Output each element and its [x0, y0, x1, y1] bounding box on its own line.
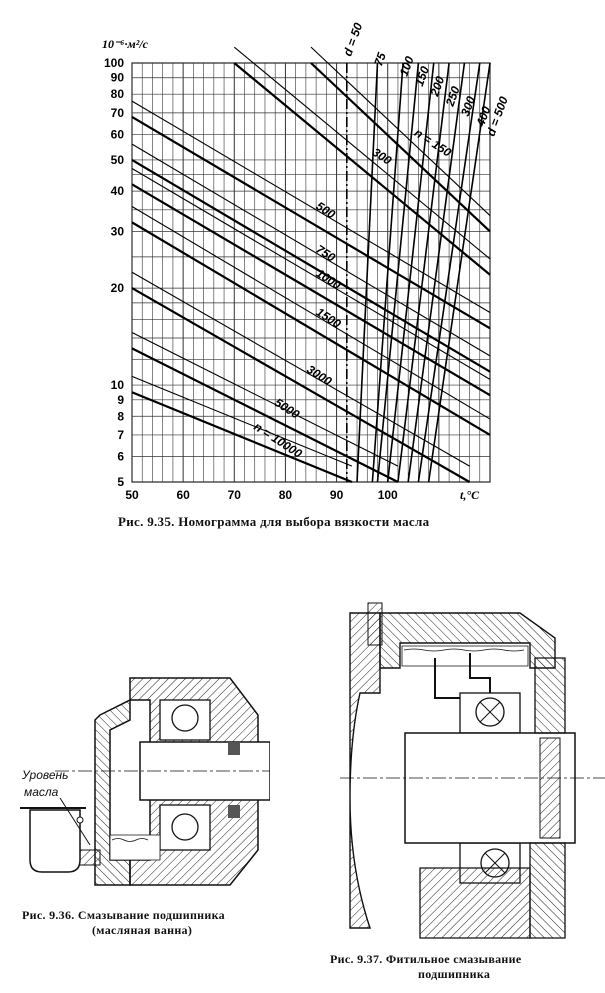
d-series-line — [397, 62, 450, 483]
x-tick-label: 50 — [125, 488, 139, 502]
oil-level-label: Уровень — [22, 768, 69, 782]
d-series-label: d = 50 — [340, 21, 365, 58]
n-series-line — [131, 183, 491, 397]
y-tick-label: 80 — [111, 87, 125, 101]
d-series-line — [376, 62, 420, 483]
n-series-label: 1000 — [313, 266, 343, 292]
n-series-line — [131, 115, 491, 330]
y-tick-label: 40 — [111, 184, 125, 198]
y-tick-label: 30 — [111, 224, 125, 238]
y-tick-label: 100 — [104, 56, 124, 70]
caption-fig-9-35: Рис. 9.35. Номограмма для выбора вязкост… — [118, 514, 430, 529]
n-series-label: n = 10000 — [251, 419, 305, 461]
d-series-line — [356, 62, 379, 483]
n-series-line — [131, 391, 353, 484]
n-series-line — [233, 62, 491, 276]
y-tick-label: 90 — [111, 71, 125, 85]
d-series-line — [371, 62, 404, 483]
caption-fig-9-37-line1: Рис. 9.37. Фитильное смазывание — [330, 952, 522, 966]
d-series-line — [427, 62, 491, 483]
caption-fig-9-36-line1: Рис. 9.36. Смазывание подшипника — [22, 908, 225, 922]
d-series-label: 250 — [442, 84, 462, 109]
n-series-label: 5000 — [272, 395, 302, 421]
x-tick-label: 80 — [279, 488, 293, 502]
wick-lubrication-bearing-drawing — [340, 602, 605, 939]
y-tick-label: 50 — [111, 153, 125, 167]
oil-bath-bearing-drawing — [20, 677, 270, 886]
n-series-line — [131, 332, 399, 467]
d-series-line — [386, 62, 435, 483]
caption-fig-9-36: Рис. 9.36. Смазывание подшипника (маслян… — [22, 908, 322, 938]
y-tick-label: 70 — [111, 106, 125, 120]
d-series-label: 150 — [412, 64, 432, 88]
n-series-line — [131, 100, 491, 313]
caption-fig-9-36-line2: (масляная ванна) — [92, 923, 193, 937]
x-tick-label: 60 — [176, 488, 190, 502]
x-tick-label: 100 — [378, 488, 398, 502]
n-series-line — [131, 143, 491, 357]
n-series-line — [131, 221, 491, 436]
d-series-label: 100 — [397, 54, 417, 78]
y-tick-label: 5 — [117, 475, 124, 489]
y-tick-label: 8 — [117, 409, 124, 423]
y-axis-label: 10⁻⁶·м²/с — [102, 37, 149, 51]
caption-fig-9-37: Рис. 9.37. Фитильное смазывание подшипни… — [330, 952, 600, 982]
n-series-line — [131, 159, 491, 373]
y-tick-label: 20 — [111, 281, 125, 295]
y-tick-label: 7 — [117, 428, 124, 442]
y-tick-label: 9 — [117, 393, 124, 407]
n-series-line — [131, 347, 399, 483]
oil-level-label-2: масла — [24, 785, 59, 799]
d-series-label: 75 — [371, 50, 389, 68]
caption-fig-9-37-line2: подшипника — [418, 967, 491, 981]
n-series-label: 1500 — [313, 305, 343, 331]
x-tick-label: 70 — [228, 488, 242, 502]
d-series-label: 400 — [473, 104, 493, 129]
n-series-line — [131, 271, 470, 467]
y-tick-label: 10 — [111, 378, 125, 392]
x-axis-label: t,°C — [460, 488, 480, 502]
d-series-line — [417, 62, 481, 483]
y-tick-label: 6 — [117, 449, 124, 463]
d-series-line — [407, 62, 466, 483]
n-series-line — [131, 168, 491, 380]
n-series-label: 750 — [313, 242, 338, 265]
y-tick-label: 60 — [111, 127, 125, 141]
n-series-line — [310, 46, 491, 216]
nomogram-grid — [131, 62, 491, 483]
n-series-line — [233, 46, 491, 260]
n-series-line — [310, 62, 491, 233]
d-series-label: 200 — [427, 74, 447, 99]
x-tick-label: 90 — [330, 488, 344, 502]
n-series-label: 500 — [313, 199, 338, 222]
n-series-line — [131, 375, 353, 467]
n-series-line — [131, 206, 491, 420]
n-series-label: 3000 — [304, 362, 334, 388]
